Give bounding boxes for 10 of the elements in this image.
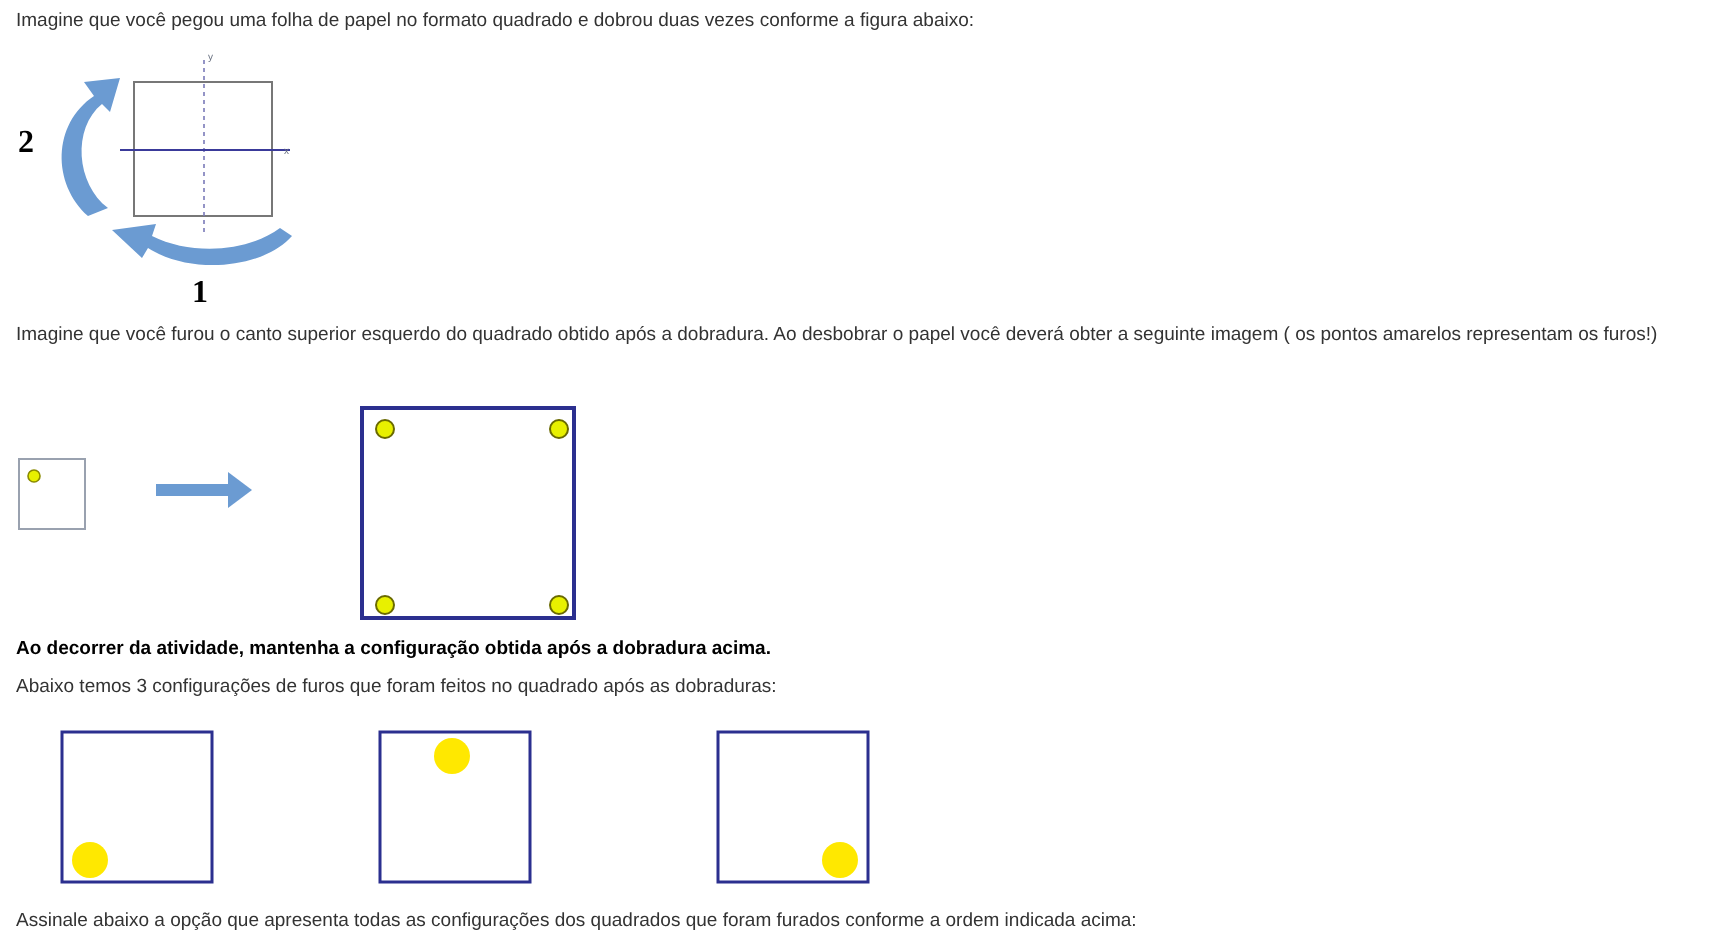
instruction-text: Ao decorrer da atividade, mantenha a configuração obtida após a dobradura acima. <box>16 640 773 659</box>
instruction-text: Abaixo temos 3 configurações de furos que foram feitos no quadrado após as dobraduras: <box>16 678 779 697</box>
arrow <box>156 472 252 508</box>
unfolded-square <box>360 406 576 620</box>
instruction-text: Assinale abaixo a opção que apresenta todas as configurações dos quadrados que foram furados conforme a ordem indicada acima: <box>16 912 1139 931</box>
instruction-text: Imagine que você pegou uma folha de papel no formato quadrado e dobrou duas vezes conforme a figura abaixo: <box>16 12 977 31</box>
folded-square <box>18 458 86 530</box>
fold-number: 1 <box>192 278 208 310</box>
instruction-text: Imagine que você furou o canto superior esquerdo do quadrado obtido após a dobradura. Ao desbobrar o papel você deverá obter a seguinte imagem ( os pontos amarelos representam os furos!) <box>16 326 1660 345</box>
fold-number: 2 <box>18 128 34 160</box>
